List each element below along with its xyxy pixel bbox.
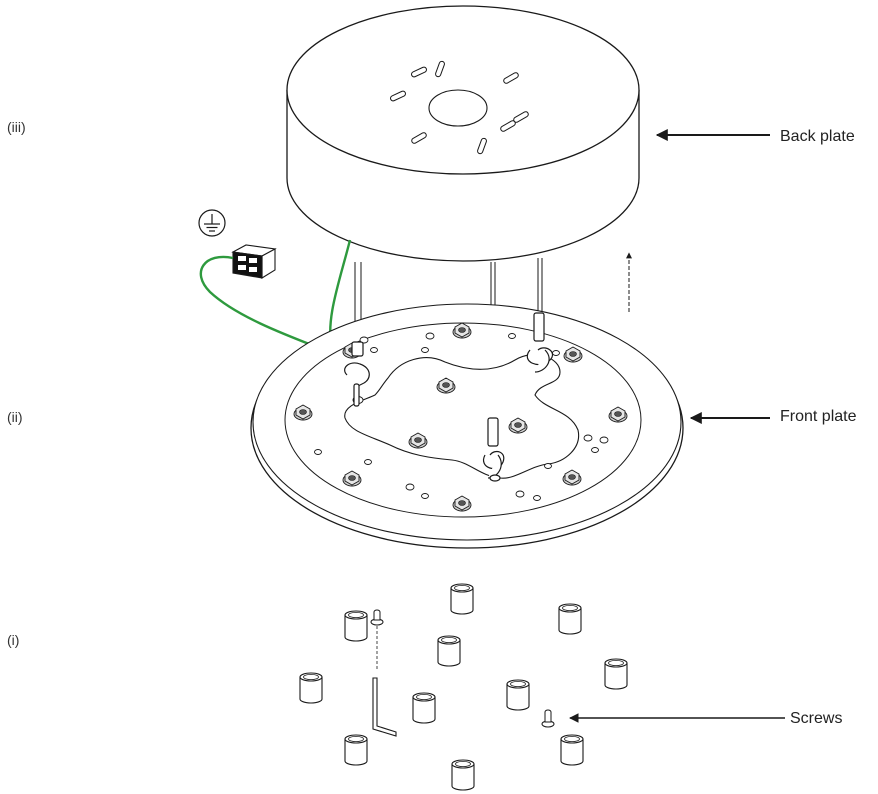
wire-connector-icon bbox=[231, 244, 277, 279]
step-label-i: (i) bbox=[7, 632, 20, 648]
front-plate-cutout bbox=[344, 354, 580, 479]
screw bbox=[370, 609, 384, 626]
step-label-ii: (ii) bbox=[7, 409, 23, 425]
screws-label: Screws bbox=[790, 710, 843, 727]
step-label-iii: (iii) bbox=[7, 119, 26, 135]
back-plate-label: Back plate bbox=[780, 128, 855, 145]
screw bbox=[541, 709, 555, 728]
ground-symbol-icon bbox=[198, 209, 226, 237]
back-plate bbox=[286, 5, 640, 262]
front-plate-label: Front plate bbox=[780, 408, 857, 425]
spacers bbox=[299, 583, 628, 791]
cable-hooks bbox=[344, 312, 554, 482]
front-plate bbox=[250, 303, 684, 549]
hex-key-icon bbox=[372, 677, 397, 737]
